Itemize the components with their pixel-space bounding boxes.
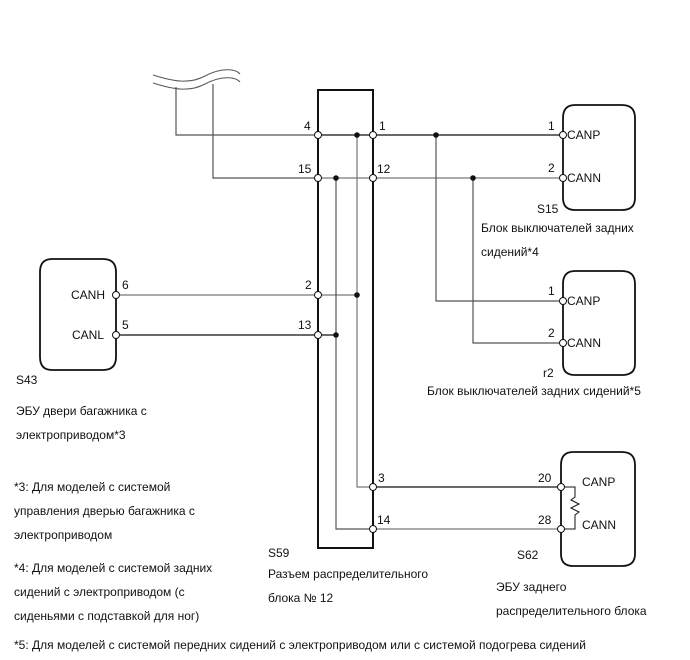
splice-dot — [333, 175, 339, 181]
signal-label: CANP — [567, 128, 600, 142]
pin-terminal — [369, 131, 377, 139]
pin-number: 28 — [538, 513, 552, 527]
wires — [118, 84, 560, 548]
pin-terminal — [314, 331, 322, 339]
s62-name: ЭБУ заднего — [496, 580, 567, 594]
splice-dot — [354, 292, 360, 298]
wire-canp-vertical — [356, 135, 373, 488]
splice-dot — [470, 175, 476, 181]
pin-terminal — [369, 483, 377, 491]
wire-cann-vertical — [335, 178, 373, 530]
splice-dot — [354, 132, 360, 138]
pin-number: 12 — [377, 162, 391, 176]
s15-name: сидений*4 — [481, 245, 539, 259]
pin-terminal — [112, 291, 120, 299]
connector-id-s43: S43 — [16, 373, 38, 387]
pin-terminal — [314, 174, 322, 182]
s59-name: Разъем распределительного — [268, 567, 429, 581]
footnote-3: электроприводом — [14, 528, 113, 542]
signal-label: CANN — [582, 518, 616, 532]
footnote-3: *3: Для моделей с системой — [14, 480, 171, 494]
pin-number: 15 — [298, 162, 312, 176]
connector-id-s59: S59 — [268, 546, 290, 560]
footnote-3: управления дверью багажника с — [14, 504, 195, 518]
s59-connector-body — [317, 89, 374, 549]
pin-number: 3 — [378, 471, 385, 485]
pin-number: 6 — [122, 278, 129, 292]
pin-number: 2 — [548, 161, 555, 175]
signal-label: CANN — [567, 336, 601, 350]
pin-number: 4 — [304, 119, 311, 133]
r2-connector-body — [562, 270, 636, 376]
pin-terminal — [314, 131, 322, 139]
splice-points — [333, 132, 476, 338]
signal-label: CANH — [71, 288, 105, 302]
footnote-4: сидений с электроприводом (с — [14, 585, 185, 599]
wire-cann-main — [212, 84, 318, 179]
wire-branch-r2-cann — [472, 178, 560, 344]
s59-name: блока № 12 — [268, 591, 334, 605]
pin-terminal — [369, 174, 377, 182]
signal-label: CANL — [72, 328, 104, 342]
signal-label: CANP — [582, 475, 615, 489]
pin-number: 5 — [122, 318, 129, 332]
pin-number: 2 — [548, 326, 555, 340]
resistor-icon — [562, 486, 581, 530]
r2-name: Блок выключателей задних сидений*5 — [427, 384, 641, 398]
pin-terminal — [559, 339, 567, 347]
pin-number: 2 — [305, 278, 312, 292]
connector-id-r2: r2 — [543, 366, 554, 380]
wire-branch-r2-canp — [435, 135, 560, 302]
connector-id-s62: S62 — [517, 548, 539, 562]
footnote-5: *5: Для моделей с системой передних сиде… — [14, 638, 586, 652]
signal-label: CANP — [567, 294, 600, 308]
s62-connector-body — [560, 451, 636, 567]
signal-label: CANN — [567, 171, 601, 185]
connector-id-s15: S15 — [537, 202, 559, 216]
pin-terminal — [112, 331, 120, 339]
splice-dot — [333, 332, 339, 338]
pin-terminal — [557, 525, 565, 533]
wire-break-icon — [152, 69, 241, 90]
pin-terminal — [559, 131, 567, 139]
s43-name: электроприводом*3 — [16, 428, 126, 442]
s43-connector-body — [39, 258, 117, 371]
pin-number: 13 — [298, 318, 312, 332]
s62-name: распределительного блока — [496, 604, 647, 618]
footnote-4: сиденьями с подставкой для ног) — [14, 609, 200, 623]
pin-terminal — [559, 297, 567, 305]
splice-dot — [433, 132, 439, 138]
pin-terminal — [369, 525, 377, 533]
pin-number: 1 — [548, 119, 555, 133]
pin-number: 1 — [548, 284, 555, 298]
s15-name: Блок выключателей задних — [481, 221, 634, 235]
pin-number: 14 — [377, 513, 391, 527]
wire-canp-main — [175, 87, 318, 136]
pin-terminal — [314, 291, 322, 299]
pin-number: 20 — [538, 471, 552, 485]
pin-terminal — [559, 174, 567, 182]
pin-terminal — [557, 483, 565, 491]
s15-connector-body — [562, 104, 636, 211]
footnote-4: *4: Для моделей с системой задних — [14, 561, 213, 575]
pin-number: 1 — [379, 119, 386, 133]
s43-name: ЭБУ двери багажника с — [16, 404, 147, 418]
